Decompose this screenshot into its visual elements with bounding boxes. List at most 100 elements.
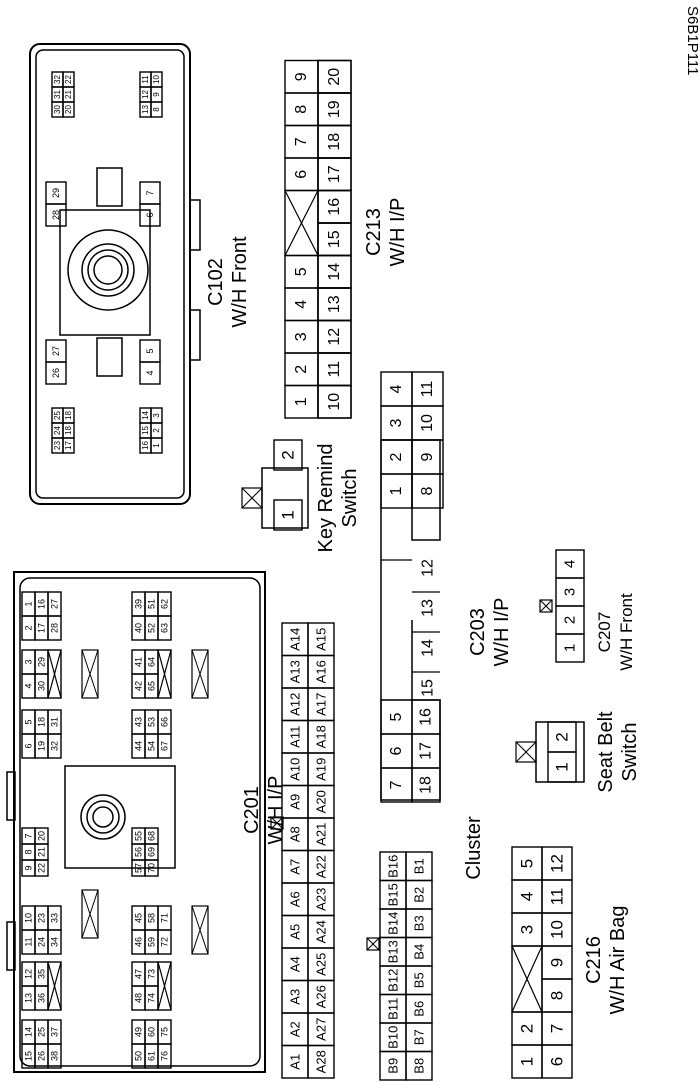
c201-pin-label: 64 bbox=[147, 657, 157, 667]
c201-blank-slot-mark bbox=[191, 905, 209, 955]
c213-title: C213 bbox=[363, 208, 385, 256]
c201-pin-label: 37 bbox=[50, 1027, 60, 1037]
blank-pin-mark bbox=[157, 961, 172, 1011]
cluster-pin-b-label: B13 bbox=[386, 940, 401, 963]
polarity-key-mark bbox=[539, 599, 553, 613]
c216-pin-label: 6 bbox=[548, 1057, 567, 1066]
c207-pin-label: 4 bbox=[562, 560, 579, 568]
c201-pin-label: 17 bbox=[37, 623, 47, 633]
c201-pin-label: 50 bbox=[134, 1051, 144, 1061]
c102-pin-label: 28 bbox=[51, 210, 61, 220]
c213-pin-label: 4 bbox=[293, 300, 310, 309]
c203-pin-label: 9 bbox=[419, 452, 436, 461]
c213-pin-label: 1 bbox=[293, 397, 310, 406]
c201-pin-label: 30 bbox=[37, 681, 47, 691]
cluster-pin-a-label: A28 bbox=[314, 1050, 329, 1073]
c216-pin-label: 10 bbox=[548, 920, 567, 939]
c203-pin-label: 18 bbox=[418, 776, 435, 794]
c102-pin-label: 26 bbox=[51, 368, 61, 378]
cluster-pin-a-label: A3 bbox=[288, 989, 303, 1005]
c213-pin-label: 12 bbox=[326, 328, 343, 346]
c203-pin-label: 17 bbox=[418, 742, 435, 760]
c201-pin-label: 48 bbox=[134, 993, 144, 1003]
c201-pin-label: 8 bbox=[24, 849, 34, 854]
c213-pin-label: 13 bbox=[326, 295, 343, 313]
c102-pin-label: 23 bbox=[53, 441, 62, 450]
c201-pin-label: 39 bbox=[134, 599, 144, 609]
c201-pin-cell bbox=[157, 649, 172, 699]
cluster-pin-b-label: B16 bbox=[386, 855, 401, 878]
c203-pin-label: 6 bbox=[388, 746, 405, 755]
seat-belt-subtitle: Switch bbox=[619, 723, 641, 782]
key-remind-pin-cell bbox=[273, 439, 303, 471]
c216-pin-label: 7 bbox=[548, 1024, 567, 1033]
cluster-pin-a-label: A25 bbox=[314, 953, 329, 976]
key-remind-pin-label: 2 bbox=[279, 450, 298, 459]
c201-pin-label: 67 bbox=[160, 741, 170, 751]
c201-pin-label: 65 bbox=[147, 681, 157, 691]
cluster-pin-b-label: B12 bbox=[386, 969, 401, 992]
cluster-pin-b-label: B15 bbox=[386, 883, 401, 906]
cluster-pin-b-label: B1 bbox=[412, 858, 427, 874]
c201-pin-label: 10 bbox=[24, 913, 34, 923]
cluster-pin-a-label: A6 bbox=[288, 891, 303, 907]
cluster-connector: A1A2A3A4A5A6A7A8A9A10A11A12A13A14A28A27A… bbox=[270, 622, 433, 1081]
c207-pin-label: 3 bbox=[562, 588, 579, 596]
c207-title: C207 bbox=[595, 612, 614, 653]
key-remind-subtitle: Switch bbox=[339, 469, 361, 528]
polarity-key-mark bbox=[515, 741, 537, 763]
c201-blank-slot-mark bbox=[81, 889, 99, 939]
c201-pin-label: 11 bbox=[24, 937, 34, 946]
c207-subtitle: W/H Front bbox=[617, 593, 636, 671]
c102-pin-label: 12 bbox=[141, 90, 150, 99]
key-remind-switch-connector: 12 bbox=[241, 439, 309, 531]
c201-pin-label: 60 bbox=[147, 1027, 157, 1037]
c201-pin-label: 3 bbox=[24, 659, 34, 664]
c102-pin-label: 17 bbox=[64, 441, 73, 450]
c201-pin-label: 9 bbox=[24, 865, 34, 870]
blank-pin-mark bbox=[284, 190, 319, 256]
cluster-pin-b-label: B8 bbox=[412, 1058, 427, 1074]
c201-pin-label: 42 bbox=[134, 681, 144, 691]
cluster-pin-a-label: A26 bbox=[314, 985, 329, 1008]
c201-pin-label: 2 bbox=[24, 625, 34, 630]
cluster-pin-a-label: A11 bbox=[288, 726, 303, 748]
key-remind-pin-label: 1 bbox=[279, 510, 298, 519]
c203-title: C203 bbox=[467, 608, 489, 656]
c201-pin-cell bbox=[157, 591, 172, 617]
blank-pin-mark bbox=[157, 649, 172, 699]
cluster-pin-a-cell bbox=[307, 622, 335, 657]
c201-pin-label: 71 bbox=[160, 913, 170, 923]
polarity-key-mark bbox=[270, 816, 284, 830]
blank-pin-mark bbox=[47, 649, 62, 699]
c201-pin-label: 49 bbox=[134, 1027, 144, 1037]
c203-pin-label: 1 bbox=[388, 486, 405, 495]
cluster-pin-b-label: B14 bbox=[386, 912, 401, 935]
c201-pin-label: 43 bbox=[134, 717, 144, 727]
c201-pin-label: 34 bbox=[50, 937, 60, 947]
c102-pin-label: 8 bbox=[152, 107, 161, 112]
c203-pin-label: 13 bbox=[420, 599, 437, 617]
c213-pin-label: 18 bbox=[326, 133, 343, 151]
cluster-pin-a-label: A20 bbox=[314, 790, 329, 813]
cluster-pin-b-label: B7 bbox=[412, 1029, 427, 1045]
c201-pin-cell bbox=[34, 827, 49, 845]
c203-pin-label: 14 bbox=[420, 639, 437, 657]
c213-pin-label: 14 bbox=[326, 263, 343, 281]
c201-pin-label: 21 bbox=[37, 847, 47, 857]
c102-pin-label: 10 bbox=[152, 75, 161, 84]
cluster-pin-a-label: A21 bbox=[314, 823, 329, 846]
c201-pin-label: 55 bbox=[134, 831, 144, 841]
c203-pin-label: 3 bbox=[388, 418, 405, 427]
c203-subtitle: W/H I/P bbox=[491, 598, 513, 667]
c213-pin-label: 5 bbox=[293, 267, 310, 276]
c102-pin-label: 16 bbox=[141, 441, 150, 450]
c201-pin-label: 12 bbox=[24, 969, 34, 979]
c201-pin-label: 20 bbox=[37, 831, 47, 841]
c201-pin-label: 40 bbox=[134, 623, 144, 633]
c201-pin-cell bbox=[47, 649, 62, 699]
cluster-pin-a-label: A1 bbox=[288, 1054, 303, 1070]
c102-pin-label: 22 bbox=[64, 75, 73, 84]
cluster-pin-a-label: A22 bbox=[314, 855, 329, 878]
